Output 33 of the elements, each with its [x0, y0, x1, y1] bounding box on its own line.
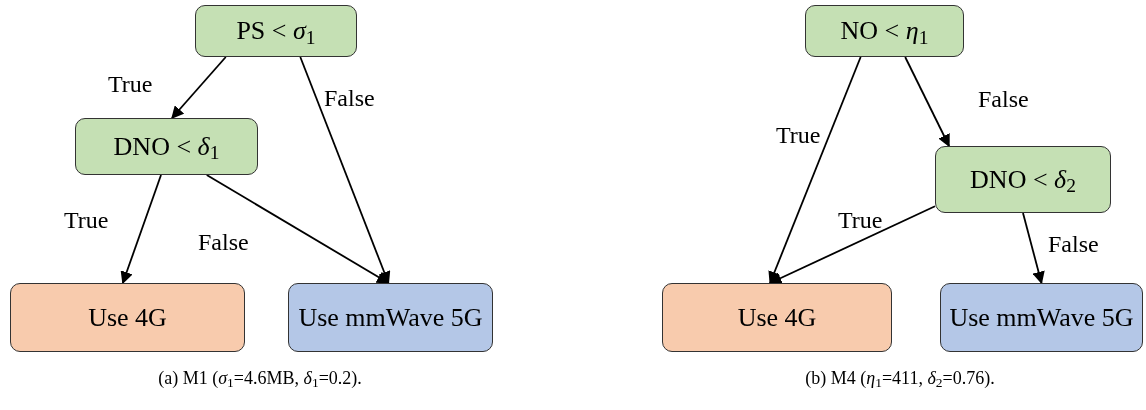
edge-label: True	[64, 206, 109, 234]
arrow	[1022, 212, 1045, 285]
decision-box	[940, 283, 1143, 352]
arrow	[299, 56, 391, 285]
node-label: NO < η$_{1}$	[840, 16, 929, 46]
decision-box	[288, 283, 493, 352]
arrow	[205, 174, 390, 284]
edge-label: False	[198, 228, 249, 256]
edge-label: True	[776, 121, 821, 149]
decision-box	[195, 5, 357, 57]
node-label: Use 4G	[88, 302, 167, 333]
caption: (a) M1 (σ$_{1}$=4.6MB, δ$_{1}$=0.2).	[157, 367, 363, 389]
arrow	[904, 56, 950, 148]
decision-box	[75, 118, 258, 175]
decision-box	[10, 283, 245, 352]
decision-box	[805, 5, 964, 57]
edge-label: False	[978, 85, 1029, 113]
arrow	[171, 56, 227, 119]
node-label: DNO < δ$_{1}$	[113, 131, 220, 162]
node-label: Use mmWave 5G	[949, 302, 1134, 333]
node-label: PS < σ$_{1}$	[236, 16, 316, 46]
arrow	[120, 174, 162, 285]
node-label: Use 4G	[737, 302, 817, 333]
decision-box	[935, 146, 1111, 213]
caption: (b) M4 (η$_{1}$=411, δ$_{2}$=0.76).	[804, 367, 996, 389]
edge-label: False	[1048, 230, 1099, 258]
decision-box	[662, 283, 892, 352]
node-label: Use mmWave 5G	[298, 302, 483, 333]
edge-label: False	[324, 84, 375, 112]
arrow	[768, 56, 862, 285]
node-label: DNO < δ$_{2}$	[970, 164, 1076, 195]
edge-label: True	[108, 70, 153, 98]
edge-label: True	[838, 206, 883, 234]
